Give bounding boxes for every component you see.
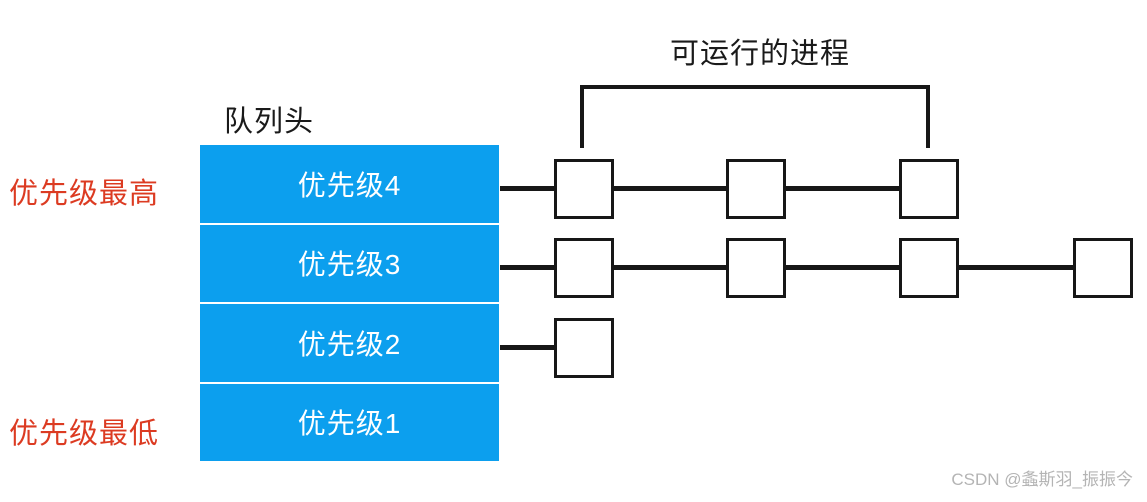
lowest-priority-annotation: 优先级最低 (9, 418, 160, 450)
process-link (612, 186, 729, 191)
process-link (500, 265, 557, 270)
queue-row-priority-3: 优先级3 (200, 224, 499, 304)
runnable-processes-bracket (580, 85, 930, 148)
process-link (784, 186, 902, 191)
process-link (500, 345, 557, 350)
process-node (554, 159, 614, 219)
process-node (726, 238, 786, 298)
watermark: CSDN @螽斯羽_振振今 (951, 470, 1133, 489)
queue-row-priority-4: 优先级4 (200, 145, 499, 225)
process-node (1073, 238, 1133, 298)
process-link (957, 265, 1076, 270)
runnable-processes-title: 可运行的进程 (670, 38, 851, 70)
process-link (784, 265, 902, 270)
process-node (899, 238, 959, 298)
process-node (726, 159, 786, 219)
queue-head-label: 队列头 (224, 106, 315, 138)
process-link (612, 265, 729, 270)
process-node (554, 318, 614, 378)
process-node (899, 159, 959, 219)
priority-queue-block: 优先级4 优先级3 优先级2 优先级1 (200, 145, 499, 461)
highest-priority-annotation: 优先级最高 (9, 178, 160, 210)
process-link (500, 186, 557, 191)
process-node (554, 238, 614, 298)
queue-row-priority-1: 优先级1 (200, 383, 499, 461)
queue-row-priority-2: 优先级2 (200, 304, 499, 384)
